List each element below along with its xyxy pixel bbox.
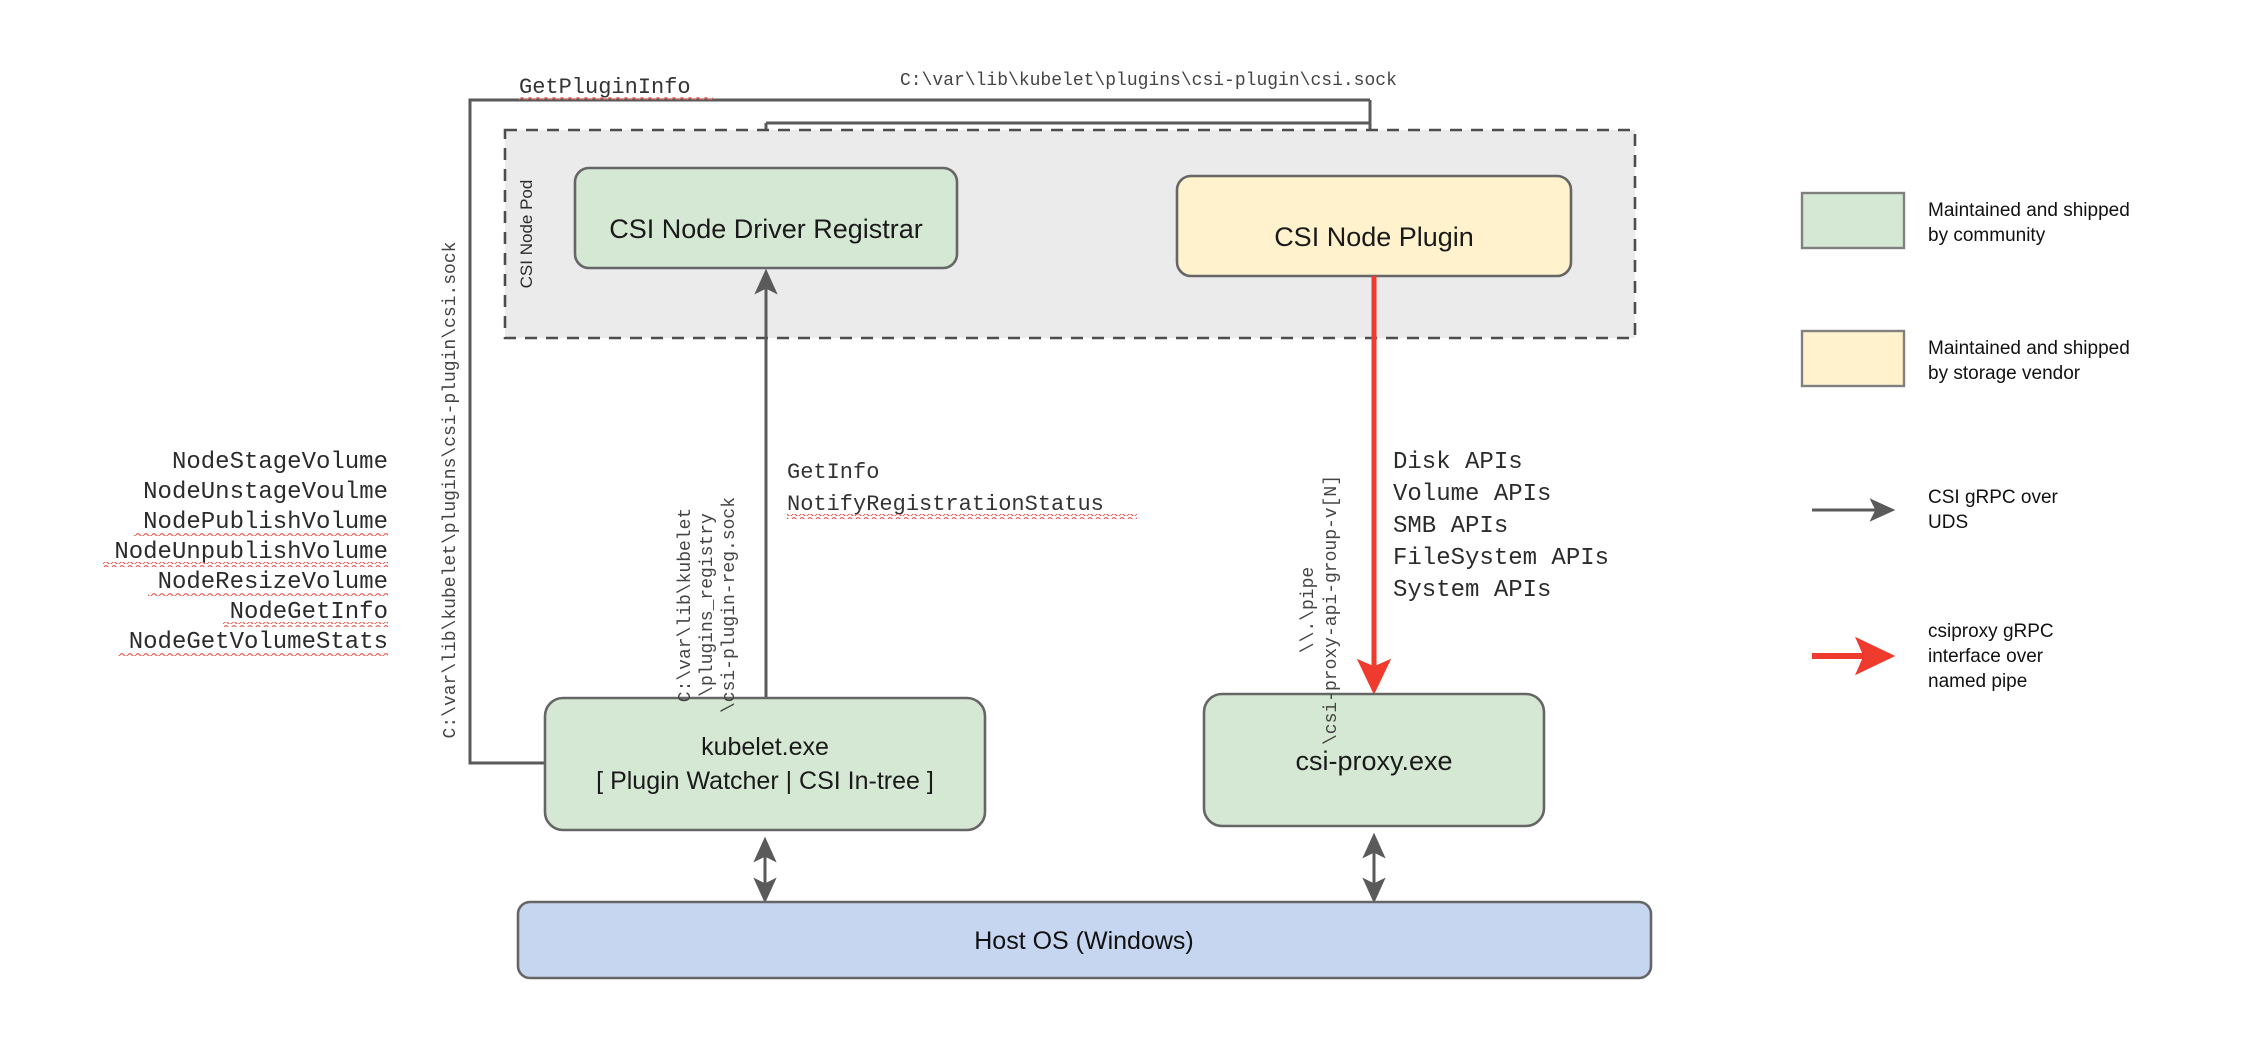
- getplugininfo-spellcheck-underline: [519, 96, 713, 101]
- legend-uds-line-2: UDS: [1928, 512, 1968, 533]
- csi-proxy-api-2: SMB APIs: [1393, 513, 1508, 540]
- node-service-call-1: NodeUnstageVoulme: [143, 479, 388, 506]
- legend-community-line-1: Maintained and shipped: [1928, 200, 2130, 221]
- csi-sock-path-top-label: C:\var\lib\kubelet\plugins\csi-plugin\cs…: [900, 71, 1397, 91]
- host-os-label: Host OS (Windows): [974, 927, 1193, 955]
- registry-path-line-2: \plugins_registry: [698, 513, 718, 697]
- csi-proxy-api-4: System APIs: [1393, 577, 1551, 604]
- csi-proxy-api-3: FileSystem APIs: [1393, 545, 1609, 572]
- node-csi-proxy-exe[interactable]: csi-proxy.exe: [1202, 692, 1546, 828]
- node-service-call-3: NodeUnpublishVolume: [114, 539, 388, 566]
- legend: Maintained and shipped by community Main…: [1800, 191, 2130, 692]
- legend-item-vendor: Maintained and shipped by storage vendor: [1800, 329, 2130, 388]
- legend-vendor-line-2: by storage vendor: [1928, 363, 2081, 384]
- legend-uds-line-1: CSI gRPC over: [1928, 487, 2059, 508]
- node-service-call-4-underline: [148, 592, 388, 597]
- kubelet-exe-label-line2: [ Plugin Watcher | CSI In-tree ]: [596, 767, 934, 795]
- node-csi-node-plugin[interactable]: CSI Node Plugin: [1175, 174, 1573, 278]
- legend-pipe-line-1: csiproxy gRPC: [1928, 621, 2054, 642]
- csi-proxy-exe-box: [1202, 692, 1546, 828]
- pipe-path-line-2: \csi-proxy-api-group-v[N]: [1322, 475, 1342, 745]
- legend-item-csiproxy-named-pipe: csiproxy gRPC interface over named pipe: [1812, 621, 2054, 692]
- registry-path-line-1: C:\var\lib\kubelet: [676, 508, 696, 702]
- registry-path-line-3: \csi-plugin-reg.sock: [720, 497, 740, 713]
- edge-getplugininfo: [468, 98, 1370, 765]
- registrar-call-notifyregistrationstatus: NotifyRegistrationStatus: [787, 492, 1104, 517]
- label-registrar-calls: GetInfo NotifyRegistrationStatus: [787, 460, 1137, 519]
- csi-node-driver-registrar-box: [573, 166, 959, 270]
- notifyregistrationstatus-spellcheck-underline: [787, 514, 1137, 519]
- legend-swatch-vendor: [1800, 329, 1906, 388]
- node-service-call-5-underline: [223, 622, 388, 627]
- legend-item-community: Maintained and shipped by community: [1800, 191, 2130, 250]
- getplugininfo-text: GetPluginInfo: [519, 75, 691, 100]
- node-service-call-2-underline: [133, 532, 388, 537]
- node-kubelet-exe[interactable]: kubelet.exe [ Plugin Watcher | CSI In-tr…: [543, 696, 987, 832]
- legend-pipe-line-2: interface over: [1928, 646, 2044, 667]
- legend-pipe-line-3: named pipe: [1928, 671, 2027, 692]
- host-os-box: [516, 900, 1653, 980]
- csi-proxy-api-1: Volume APIs: [1393, 481, 1551, 508]
- csi-node-driver-registrar-label: CSI Node Driver Registrar: [609, 214, 923, 244]
- node-service-call-2: NodePublishVolume: [143, 509, 388, 536]
- pipe-path-line-1: \\.\pipe: [1299, 567, 1319, 653]
- label-getplugininfo: GetPluginInfo: [519, 75, 713, 101]
- node-service-call-6: NodeGetVolumeStats: [129, 629, 388, 656]
- node-csi-node-driver-registrar[interactable]: CSI Node Driver Registrar: [573, 166, 959, 270]
- csi-sock-path-vertical-label: C:\var\lib\kubelet\plugins\csi-plugin\cs…: [441, 242, 461, 739]
- node-service-call-5: NodeGetInfo: [230, 599, 388, 626]
- kubelet-exe-label-line1: kubelet.exe: [701, 733, 829, 761]
- node-service-call-list: NodeStageVolume NodeUnstageVoulme NodePu…: [103, 449, 388, 657]
- node-service-call-4: NodeResizeVolume: [158, 569, 388, 596]
- legend-item-csi-grpc-uds: CSI gRPC over UDS: [1812, 487, 2059, 533]
- registrar-call-getinfo: GetInfo: [787, 460, 879, 485]
- csi-node-plugin-label: CSI Node Plugin: [1274, 222, 1474, 252]
- node-host-os[interactable]: Host OS (Windows): [516, 900, 1653, 980]
- csi-proxy-api-0: Disk APIs: [1393, 449, 1523, 476]
- csi-proxy-api-list: Disk APIs Volume APIs SMB APIs FileSyste…: [1393, 449, 1609, 604]
- node-service-call-3-underline: [103, 562, 388, 567]
- legend-community-line-2: by community: [1928, 225, 2046, 246]
- node-service-call-0: NodeStageVolume: [172, 449, 388, 476]
- legend-swatch-community: [1800, 191, 1906, 250]
- node-service-call-6-underline: [118, 652, 388, 657]
- csi-proxy-exe-label: csi-proxy.exe: [1295, 746, 1452, 776]
- csi-node-pod-label: CSI Node Pod: [517, 180, 536, 289]
- legend-vendor-line-1: Maintained and shipped: [1928, 338, 2130, 359]
- kubelet-exe-box: [543, 696, 987, 832]
